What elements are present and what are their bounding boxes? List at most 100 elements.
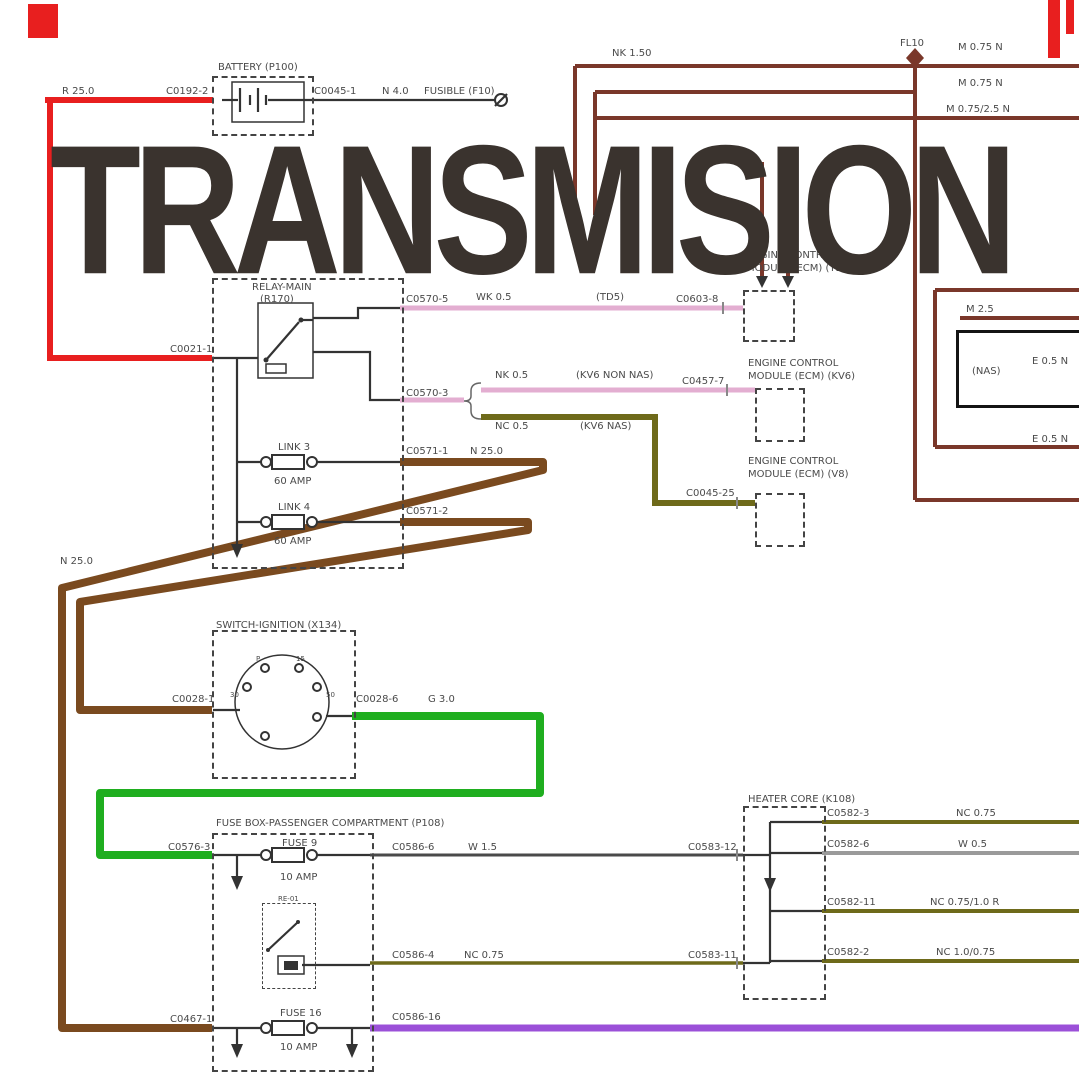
ecm-kv6-box — [755, 388, 805, 442]
ignition-terminal-p: P — [256, 655, 261, 663]
conn-c0603-8: C0603-8 — [676, 294, 719, 305]
conn-c0457-7: C0457-7 — [682, 376, 725, 387]
relay-main-label-line2: (R170) — [260, 294, 294, 305]
heater-relay-box — [262, 903, 316, 989]
ecm3-label-line2: MODULE (ECM) (V8) — [748, 469, 849, 480]
conn-c0576-3: C0576-3 — [168, 842, 211, 853]
battery-box — [212, 76, 314, 136]
link3-fuse-icon — [260, 454, 318, 470]
wire-n250-label-1: N 25.0 — [470, 446, 503, 457]
conn-c0582-3: C0582-3 — [827, 808, 870, 819]
link4-amp-label: 60 AMP — [274, 536, 312, 547]
conn-c0583-11: C0583-11 — [688, 950, 737, 961]
kv6-non-nas-tag: (KV6 NON NAS) — [576, 370, 654, 381]
battery-symbol — [231, 81, 305, 123]
conn-c0571-2: C0571-2 — [406, 506, 449, 517]
conn-c0571-1: C0571-1 — [406, 446, 449, 457]
heater-relay-symbol — [266, 920, 305, 975]
fuse9-label: FUSE 9 — [282, 838, 318, 849]
ecm2-label-line1: ENGINE CONTROL — [748, 358, 839, 369]
wire-nc075-10r-label: NC 0.75/1.0 R — [930, 897, 1000, 908]
conn-c0028-6: C0028-6 — [356, 694, 399, 705]
red-crop-marks — [28, 0, 1074, 58]
wire-m25-label: M 2.5 — [966, 304, 994, 315]
wire-w05-label: W 0.5 — [958, 839, 987, 850]
wire-nc10-075-label: NC 1.0/0.75 — [936, 947, 996, 958]
main-relay-symbol — [257, 302, 314, 379]
conn-c0586-4: C0586-4 — [392, 950, 435, 961]
fuse9-amp-label: 10 AMP — [280, 872, 318, 883]
ecm-td5-box — [743, 290, 795, 342]
connector-ticks — [722, 302, 738, 969]
wire-n40-label: N 4.0 — [382, 86, 409, 97]
ecm-v8-box — [755, 493, 805, 547]
wire-nk150-label: NK 1.50 — [612, 48, 652, 59]
conn-c0045-25: C0045-25 — [686, 488, 735, 499]
ecm2-label-line2: MODULE (ECM) (KV6) — [748, 371, 856, 382]
fuse16-icon — [260, 1020, 318, 1036]
conn-c0582-6: C0582-6 — [827, 839, 870, 850]
kv6-nas-tag: (KV6 NAS) — [580, 421, 632, 432]
heater-feed-wires — [370, 820, 1079, 965]
fuse16-amp-label: 10 AMP — [280, 1042, 318, 1053]
junction-fl10-label: FL10 — [900, 38, 925, 49]
fuse9-icon — [260, 847, 318, 863]
conn-c0570-3: C0570-3 — [406, 388, 449, 399]
wire-e05-label-2: E 0.5 N — [1032, 434, 1069, 445]
red-battery-feed-wire — [45, 97, 213, 361]
link3-label: LINK 3 — [278, 442, 311, 453]
relay-main-label-line1: RELAY-MAIN — [252, 282, 312, 293]
ignition-switch-symbol — [234, 654, 330, 750]
conn-c0586-16: C0586-16 — [392, 1012, 441, 1023]
conn-c0583-12: C0583-12 — [688, 842, 737, 853]
fusible-link-icon — [494, 93, 508, 107]
heater-label: HEATER CORE (K108) — [748, 794, 856, 805]
conn-c0028-1: C0028-1 — [172, 694, 215, 705]
branch-brace — [463, 382, 482, 420]
conn-c0570-5: C0570-5 — [406, 294, 449, 305]
wire-m075-25-label: M 0.75/2.5 N — [946, 104, 1011, 115]
ignition-switch-box — [212, 630, 356, 779]
link3-amp-label: 60 AMP — [274, 476, 312, 487]
link4-fuse-icon — [260, 514, 318, 530]
fuse16-label: FUSE 16 — [280, 1008, 322, 1019]
ignition-terminal-15: 15 — [296, 655, 305, 663]
page-title: TRANSMISION — [50, 106, 1017, 313]
wire-nc075-label: NC 0.75 — [464, 950, 504, 961]
wire-m075-label-2: M 0.75 N — [958, 78, 1003, 89]
fl10-junction-diamond — [906, 48, 924, 68]
conn-c0192-2: C0192-2 — [166, 86, 209, 97]
conn-c0582-2: C0582-2 — [827, 947, 870, 958]
link4-label: LINK 4 — [278, 502, 311, 513]
conn-c0045-1: C0045-1 — [314, 86, 357, 97]
heater-core-box — [743, 806, 826, 1000]
wire-e05-label-1: E 0.5 N — [1032, 356, 1069, 367]
ecm-wires — [400, 305, 755, 506]
wire-r25-label: R 25.0 — [62, 86, 95, 97]
ground-arrows — [231, 276, 794, 1058]
ecm3-label-line1: ENGINE CONTROL — [748, 456, 839, 467]
nas-tag: (NAS) — [972, 366, 1001, 377]
conn-c0586-6: C0586-6 — [392, 842, 435, 853]
fusebox-passenger-box — [212, 833, 374, 1072]
wire-w15-label: W 1.5 — [468, 842, 497, 853]
td5-tag: (TD5) — [596, 292, 624, 303]
nas-module-box — [956, 330, 1079, 408]
wire-n250-label-2: N 25.0 — [60, 556, 93, 567]
maroon-harness-wires — [573, 48, 1079, 502]
relay-main-box — [212, 278, 404, 569]
wire-m075-label-1: M 0.75 N — [958, 42, 1003, 53]
black-internal-wires — [213, 88, 822, 1044]
conn-c0467-1: C0467-1 — [170, 1014, 213, 1025]
ignition-terminal-30: 30 — [230, 691, 239, 699]
wire-wk05-label: WK 0.5 — [476, 292, 512, 303]
fusible-link-label: FUSIBLE (F10) — [424, 86, 495, 97]
battery-label: BATTERY (P100) — [218, 62, 298, 73]
conn-c0021-1: C0021-1 — [170, 344, 213, 355]
wire-nk05-label: NK 0.5 — [495, 370, 529, 381]
wire-nc075-h1-label: NC 0.75 — [956, 808, 996, 819]
ecm1-label-line2: MODULE (ECM) (TD5) — [746, 263, 854, 274]
relay-sub-label: RE-01 — [278, 895, 299, 903]
